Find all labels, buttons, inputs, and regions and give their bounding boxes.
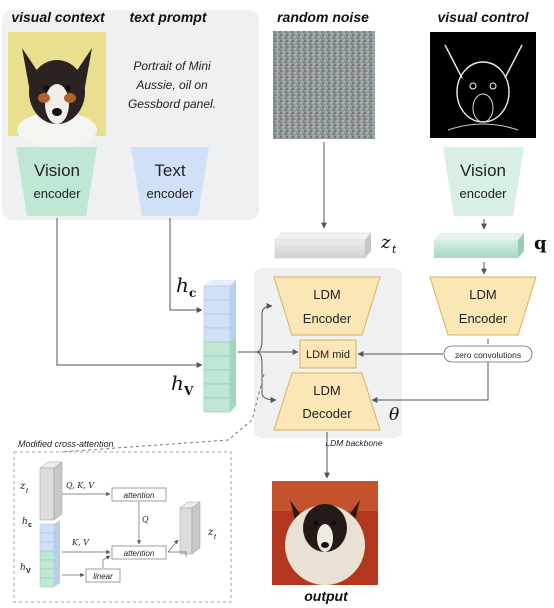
heading-text-prompt: text prompt xyxy=(130,9,208,25)
latent-zt-block xyxy=(274,232,372,259)
random-noise-image xyxy=(273,31,375,139)
inset-linear-box xyxy=(85,568,121,583)
inset-symbol-z-left: z xyxy=(19,481,26,492)
inset-zt-out-slab xyxy=(179,501,201,555)
heading-visual-control: visual control xyxy=(437,9,529,25)
zero-convolutions-label: zero convolutions xyxy=(455,350,521,360)
ldm-decoder-line-1: LDM xyxy=(313,383,340,398)
ldm-control-encoder: LDM Encoder xyxy=(429,276,537,336)
inset-symbol-h-v-sub: V xyxy=(26,568,31,575)
inset-qkv-label: Q, K, V xyxy=(66,481,95,490)
cross-attention-inset: Modified cross-attention z t h c h V att… xyxy=(13,439,232,603)
ldm-mid-label: LDM mid xyxy=(306,349,350,361)
text-encoder: Text encoder xyxy=(131,147,209,216)
vision-encoder-control: Vision encoder xyxy=(443,147,524,216)
prompt-line-3: Gessbord panel. xyxy=(128,97,216,111)
prompt-line-2: Aussie, oil on xyxy=(135,78,208,92)
inset-kv-label: K, V xyxy=(71,538,90,547)
text-encoder-subtitle: encoder xyxy=(147,186,195,201)
inset-zt-slab xyxy=(39,461,63,521)
inset-q-label: Q xyxy=(142,515,149,524)
visual-tokens xyxy=(203,336,236,413)
symbol-h-c-sub: c xyxy=(189,286,196,300)
ldm-control-encoder-line-1: LDM xyxy=(469,287,496,302)
inset-connectors xyxy=(62,491,187,578)
inset-symbol-t-left: t xyxy=(26,488,29,495)
vision-encoder-control-subtitle: encoder xyxy=(460,186,508,201)
latent-q-block xyxy=(434,233,524,258)
ldm-decoder: LDM Decoder xyxy=(273,372,381,431)
inset-attention-box-2 xyxy=(111,545,167,560)
inset-symbol-z-right: z xyxy=(207,527,214,538)
inset-symbol-h-c-sub: c xyxy=(28,522,32,529)
symbol-theta: θ xyxy=(389,405,399,425)
ldm-encoder: LDM Encoder xyxy=(273,276,381,336)
symbol-h-v-sub: V xyxy=(183,384,194,398)
inset-symbol-h-c: h xyxy=(22,517,28,527)
ldm-decoder-line-2: Decoder xyxy=(302,406,352,421)
ldm-encoder-line-2: Encoder xyxy=(303,311,352,326)
prompt-line-1: Portrait of Mini xyxy=(133,59,211,73)
inset-attention-label-1: attention xyxy=(124,491,155,500)
heading-random-noise: random noise xyxy=(277,9,369,25)
vision-encoder-context: Vision encoder xyxy=(16,147,97,216)
inset-attention-box-1 xyxy=(111,487,167,502)
inset-symbol-t-right: t xyxy=(214,534,217,541)
ldm-backbone-label: LDM backbone xyxy=(325,438,382,448)
inset-symbol-h-v: h xyxy=(20,563,26,573)
vision-encoder-context-subtitle: encoder xyxy=(34,186,82,201)
visual-control-image xyxy=(430,32,536,138)
ldm-control-encoder-line-2: Encoder xyxy=(459,311,508,326)
symbol-z-sub-t: t xyxy=(392,243,397,256)
vision-encoder-context-title: Vision xyxy=(34,161,80,180)
inset-linear-label: linear xyxy=(93,572,113,581)
text-encoder-title: Text xyxy=(154,161,185,180)
connectors xyxy=(56,142,489,479)
symbol-z: z xyxy=(380,232,391,253)
inset-title: Modified cross-attention xyxy=(18,439,114,449)
ldm-encoder-line-1: LDM xyxy=(313,287,340,302)
token-stack xyxy=(203,280,236,413)
ldm-mid: LDM mid xyxy=(299,339,357,369)
vision-encoder-control-title: Vision xyxy=(460,161,506,180)
text-tokens xyxy=(203,280,236,343)
symbol-h-v: h xyxy=(171,371,184,395)
symbol-q: q xyxy=(534,233,547,254)
inset-token-stack xyxy=(39,520,60,588)
visual-context-image xyxy=(8,32,106,148)
output-image xyxy=(272,481,378,585)
inset-attention-label-2: attention xyxy=(124,549,155,558)
symbol-h-c: h xyxy=(176,273,189,297)
output-label: output xyxy=(304,588,349,604)
heading-visual-context: visual context xyxy=(11,9,106,25)
